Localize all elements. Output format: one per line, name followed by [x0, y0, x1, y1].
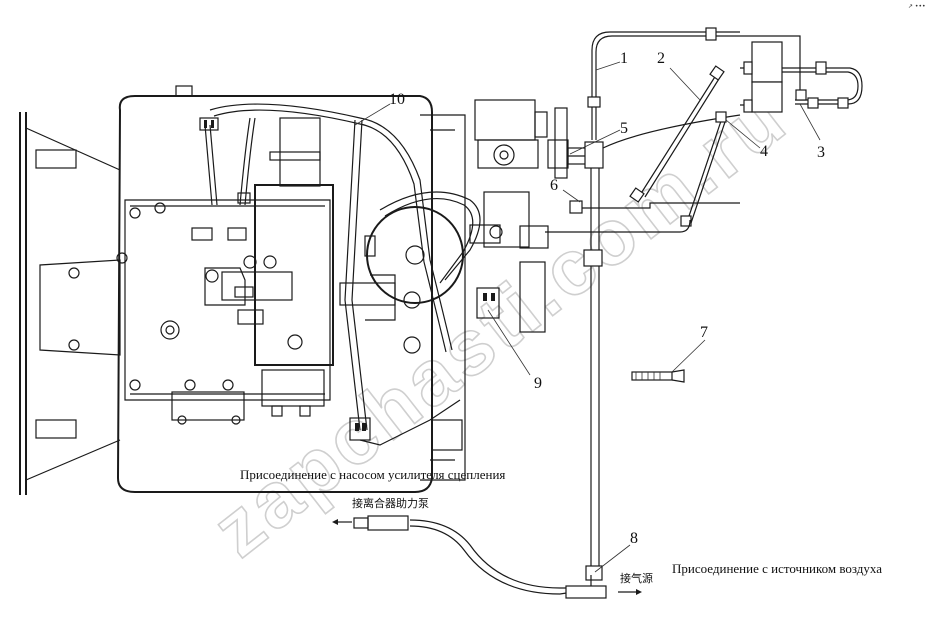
transmission-housing: [19, 85, 466, 495]
right-arrow-icon: [618, 589, 642, 595]
callout-10: 10: [389, 91, 405, 108]
left-arrow-icon: [332, 519, 352, 525]
caption-air-source: Присоединение с источником воздуха: [672, 561, 882, 576]
callout-7: 7: [700, 324, 708, 341]
callout-6: 6: [550, 177, 558, 194]
callout-9: 9: [534, 375, 542, 392]
callout-4: 4: [760, 143, 768, 160]
corner-mark: ↗ •••: [908, 3, 926, 10]
callout-1: 1: [620, 50, 628, 67]
part-7-hose: [631, 369, 685, 383]
callout-8: 8: [630, 530, 638, 547]
callout-5: 5: [620, 120, 628, 137]
callout-3: 3: [817, 144, 825, 161]
caption-clutch-pump: Присоединение с насосом усилителя сцепле…: [240, 467, 505, 482]
leader-lines: [354, 61, 821, 573]
valve-assembly: [469, 99, 587, 333]
callout-labels: 1 2 3 4 5 6 7 8 9 10: [389, 50, 825, 547]
caption-clutch-pump-cn: 接离合器助力泵: [352, 496, 429, 510]
air-lines: [204, 27, 863, 599]
callout-2: 2: [657, 50, 665, 67]
caption-air-source-cn: 接气源: [620, 571, 653, 585]
